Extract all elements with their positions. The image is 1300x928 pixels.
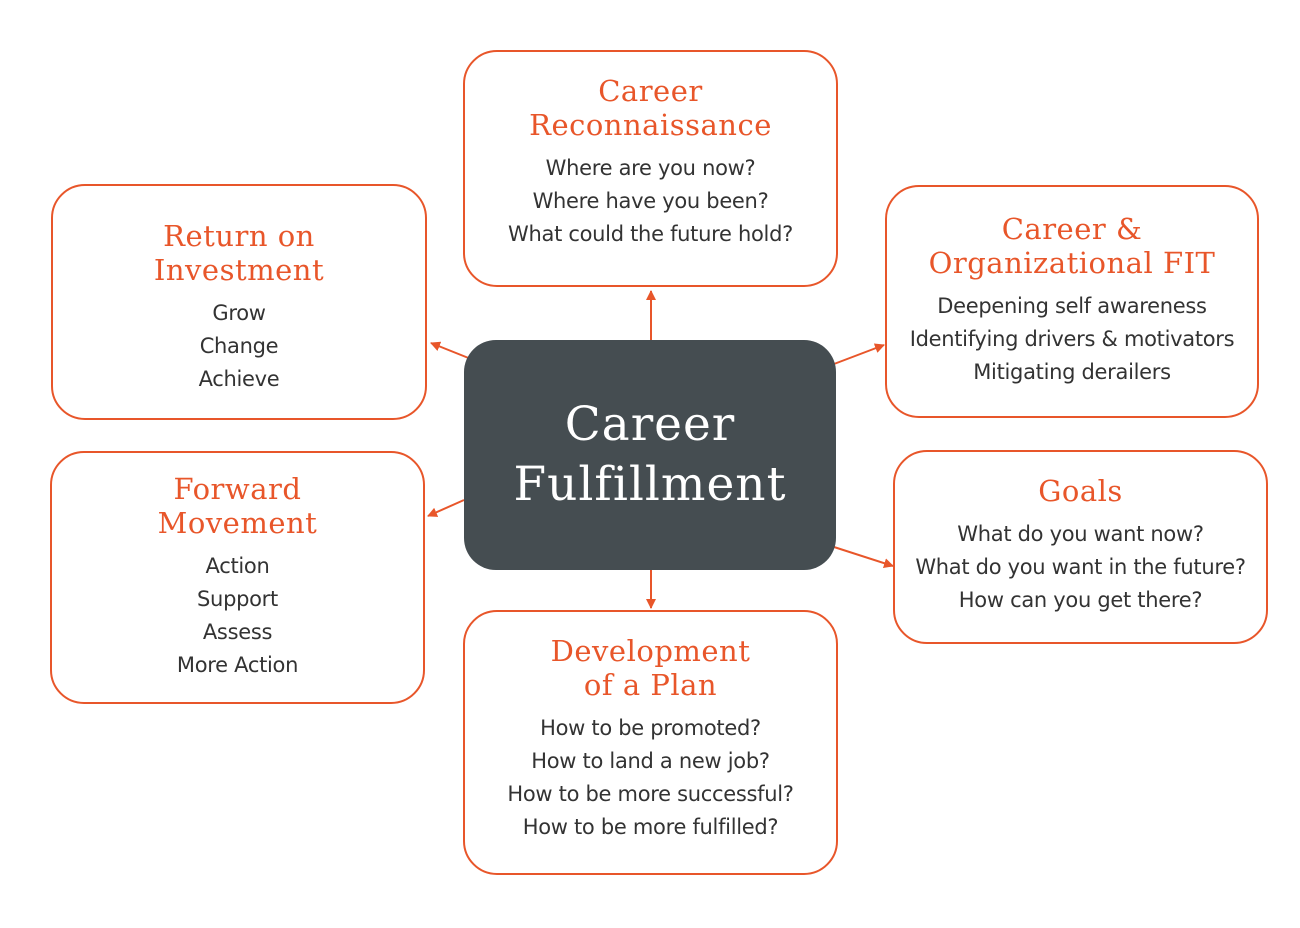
node-line: Mitigating derailers (973, 360, 1171, 384)
arrow-to-forward-movement (427, 499, 465, 517)
node-line: More Action (176, 653, 299, 677)
node-line: What do you want in the future? (915, 555, 1246, 579)
arrow-to-career-organizational-fit (833, 343, 885, 365)
node-line: What could the future hold? (508, 222, 793, 246)
node-title: Career Reconnaissance (529, 74, 772, 142)
node-title: Goals (1038, 474, 1123, 508)
node-line: Where have you been? (532, 189, 769, 213)
node-title: Return on Investment (153, 219, 325, 287)
center-title: Career Fulfillment (513, 397, 787, 512)
node-forward-movement: Forward Movement Action Support Assess M… (50, 451, 425, 704)
node-line: Identifying drivers & motivators (909, 327, 1235, 351)
node-goals: Goals What do you want now? What do you … (893, 450, 1268, 644)
node-career-organizational-fit: Career & Organizational FIT Deepening se… (885, 185, 1259, 418)
node-line: Deepening self awareness (937, 294, 1207, 318)
node-line: What do you want now? (957, 522, 1204, 546)
node-career-reconnaissance: Career Reconnaissance Where are you now?… (463, 50, 838, 287)
node-line: How to be more successful? (507, 782, 794, 806)
node-title: Development of a Plan (550, 634, 751, 702)
node-line: How to land a new job? (531, 749, 770, 773)
node-line: Action (205, 554, 270, 578)
node-line: How can you get there? (958, 588, 1203, 612)
node-development-of-a-plan: Development of a Plan How to be promoted… (463, 610, 838, 875)
node-line: Assess (202, 620, 273, 644)
node-line: How to be promoted? (540, 716, 761, 740)
arrow-to-return-on-investment (430, 341, 472, 360)
center-node: Career Fulfillment (464, 340, 836, 570)
node-line: How to be more fulfilled? (522, 815, 779, 839)
node-line: Grow (212, 301, 266, 325)
arrow-to-goals (833, 546, 894, 569)
node-return-on-investment: Return on Investment Grow Change Achieve (51, 184, 427, 420)
node-line: Where are you now? (545, 156, 756, 180)
node-line: Achieve (198, 367, 280, 391)
node-title: Career & Organizational FIT (928, 212, 1216, 280)
node-line: Support (197, 587, 278, 611)
node-title: Forward Movement (157, 472, 318, 540)
node-line: Change (199, 334, 279, 358)
